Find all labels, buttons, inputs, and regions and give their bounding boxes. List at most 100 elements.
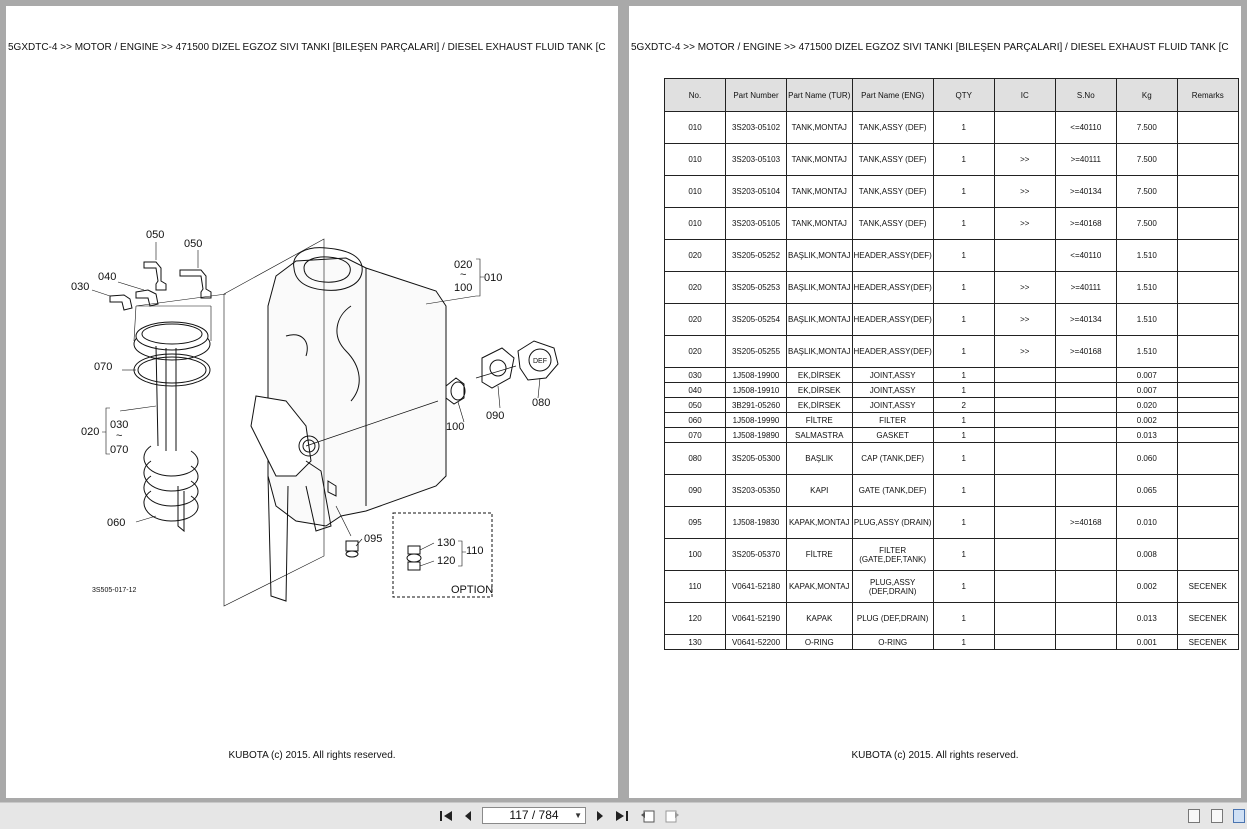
cell-part-name-eng: PLUG,ASSY (DRAIN) (851, 506, 934, 539)
cell-part-name-tur: EK,DİRSEK (786, 397, 853, 413)
leader-lines (91, 242, 541, 567)
cell-part-name-tur: TANK,MONTAJ (786, 111, 853, 144)
option-label: OPTION (451, 584, 493, 596)
page-number-field[interactable]: 117 / 784 ▼ (482, 807, 586, 824)
go-back-view-icon[interactable] (640, 808, 656, 824)
cell-part-number: 3B291-05260 (725, 397, 787, 413)
last-page-icon[interactable] (614, 808, 630, 824)
diagram-page: 5GXDTC-4 >> MOTOR / ENGINE >> 471500 DİZ… (6, 6, 618, 798)
cell-part-name-eng: JOINT,ASSY (851, 367, 934, 383)
cell-ic: >> (993, 175, 1056, 208)
cell-remarks (1176, 538, 1239, 571)
cell-no: 010 (664, 143, 726, 176)
cell-serial-no: >=40168 (1054, 335, 1117, 368)
previous-page-icon[interactable] (460, 808, 476, 824)
cell-part-name-eng: FILTER (851, 412, 934, 428)
cell-part-number: 1J508-19900 (725, 367, 787, 383)
cell-remarks (1176, 397, 1239, 413)
callout-130: 130 (437, 537, 455, 549)
cell-no: 020 (664, 271, 726, 304)
callout-030-b: 030 (110, 419, 128, 431)
cell-serial-no (1054, 538, 1117, 571)
cell-serial-no (1054, 382, 1117, 398)
cell-remarks (1176, 367, 1239, 383)
cell-kg: 0.065 (1115, 474, 1178, 507)
callout-tilde-b: ~ (116, 430, 122, 442)
cell-kg: 0.007 (1115, 382, 1178, 398)
cell-qty: 1 (932, 111, 995, 144)
cell-no: 100 (664, 538, 726, 571)
header-ic: IC (993, 78, 1056, 112)
cell-qty: 1 (932, 427, 995, 443)
cell-part-number: 3S205-05370 (725, 538, 787, 571)
cell-kg: 0.001 (1115, 634, 1178, 650)
breadcrumb: 5GXDTC-4 >> MOTOR / ENGINE >> 471500 DİZ… (631, 42, 1229, 53)
cell-ic (993, 382, 1056, 398)
cell-part-name-tur: O-RING (786, 634, 853, 650)
copyright-footer: KUBOTA (c) 2015. All rights reserved. (851, 750, 1019, 761)
cell-serial-no: >=40168 (1054, 506, 1117, 539)
continuous-view-icon[interactable] (1211, 809, 1223, 823)
cell-part-name-tur: KAPI (786, 474, 853, 507)
cell-serial-no (1054, 442, 1117, 475)
first-page-icon[interactable] (438, 808, 454, 824)
cell-part-name-tur: FİLTRE (786, 412, 853, 428)
cell-part-number: 3S205-05253 (725, 271, 787, 304)
cell-ic: >> (993, 143, 1056, 176)
cell-part-number: 3S203-05102 (725, 111, 787, 144)
go-forward-view-icon[interactable] (664, 808, 680, 824)
callout-070-b: 070 (110, 444, 128, 456)
cell-kg: 0.010 (1115, 506, 1178, 539)
cell-qty: 1 (932, 382, 995, 398)
cell-qty: 1 (932, 570, 995, 603)
cell-part-name-eng: HEADER,ASSY(DEF) (851, 271, 934, 304)
cell-remarks: SECENEK (1176, 634, 1239, 650)
cell-ic (993, 474, 1056, 507)
cell-ic (993, 506, 1056, 539)
cell-kg: 0.060 (1115, 442, 1178, 475)
cell-part-name-tur: KAPAK (786, 602, 853, 635)
cell-qty: 1 (932, 143, 995, 176)
cell-remarks (1176, 143, 1239, 176)
cell-qty: 1 (932, 506, 995, 539)
single-page-view-icon[interactable] (1188, 809, 1200, 823)
cell-ic (993, 570, 1056, 603)
cell-kg: 1.510 (1115, 335, 1178, 368)
callout-020-b: 020 (81, 426, 99, 438)
cell-serial-no (1054, 602, 1117, 635)
callout-020: 020 (454, 259, 472, 271)
callout-095: 095 (364, 533, 382, 545)
callout-040: 040 (98, 271, 116, 283)
cell-qty: 1 (932, 412, 995, 428)
table-header-row: No. Part Number Part Name (TUR) Part Nam… (664, 78, 1239, 112)
cell-part-name-tur: TANK,MONTAJ (786, 143, 853, 176)
callout-100-b: 100 (446, 421, 464, 433)
cell-part-number: 1J508-19890 (725, 427, 787, 443)
cell-ic: >> (993, 303, 1056, 336)
cell-serial-no (1054, 570, 1117, 603)
header-remarks: Remarks (1176, 78, 1239, 112)
cell-part-name-eng: JOINT,ASSY (851, 397, 934, 413)
cap-text: DEF (533, 358, 547, 365)
cell-serial-no (1054, 397, 1117, 413)
cell-no: 110 (664, 570, 726, 603)
chevron-down-icon[interactable]: ▼ (574, 811, 582, 820)
next-page-icon[interactable] (592, 808, 608, 824)
parts-table: No. Part Number Part Name (TUR) Part Nam… (664, 78, 1239, 650)
cell-no: 030 (664, 367, 726, 383)
cell-ic (993, 397, 1056, 413)
cell-no: 090 (664, 474, 726, 507)
cell-kg: 0.013 (1115, 602, 1178, 635)
header-no: No. (664, 78, 726, 112)
two-page-view-icon[interactable] (1233, 809, 1245, 823)
cell-qty: 1 (932, 474, 995, 507)
cell-ic (993, 367, 1056, 383)
cell-part-name-eng: TANK,ASSY (DEF) (851, 111, 934, 144)
cell-part-number: 1J508-19830 (725, 506, 787, 539)
